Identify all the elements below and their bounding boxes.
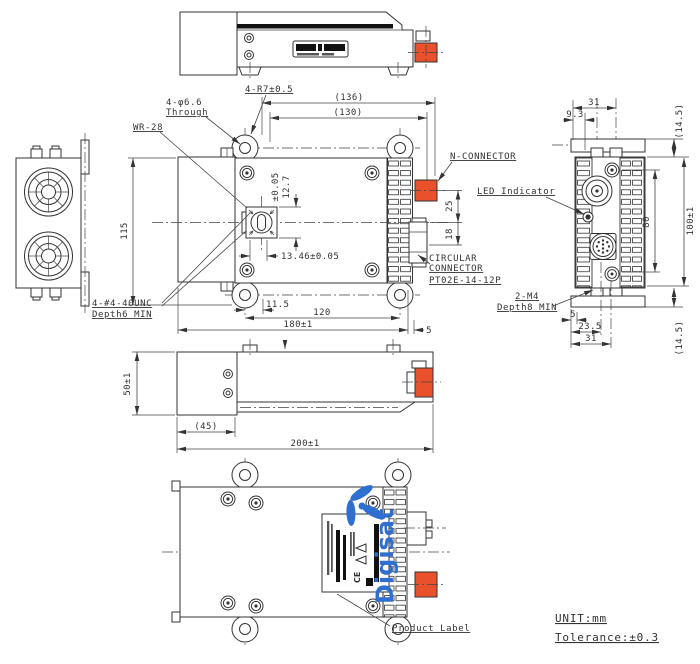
top-side-view (179, 11, 446, 80)
callout-unc-2: Depth6 MIN (92, 310, 152, 320)
lower-screw (604, 266, 620, 282)
dim-130: (130) (333, 108, 362, 118)
cover-screw (248, 598, 264, 614)
bottom-bracket (570, 295, 646, 308)
cover-screw (239, 262, 255, 278)
dim-5-right: 5 (570, 310, 576, 320)
mounting-foot (387, 66, 410, 76)
mounting-ear-hole (231, 615, 259, 643)
side-view: 50±1 (45) 200±1 (123, 339, 441, 453)
dim-136: (136) (334, 93, 363, 103)
watermark: Digisat (346, 485, 399, 604)
mounting-ear-hole (386, 134, 414, 162)
cover-screw (364, 165, 380, 181)
callout-product-label: Product Label (392, 624, 470, 634)
bottom-view: CE Digisat Product Label (162, 458, 470, 648)
n-connector-bottom (408, 571, 446, 598)
dim-31-bot: 31 (585, 334, 597, 344)
heatsink-fins-end (619, 157, 645, 288)
dim-100: 100±1 (686, 206, 696, 235)
callout-n-connector: N-CONNECTOR (450, 152, 516, 162)
barcode-label (292, 40, 349, 58)
callout-circular-2: CONNECTOR (429, 264, 483, 274)
circular-connector-bottom (404, 511, 446, 546)
callout-unc: 4-#4-40UNC (92, 299, 152, 309)
product-label: CE (321, 513, 390, 593)
circular-connector-plan (408, 217, 428, 268)
callout-circular-3: PT02E-14-12P (429, 276, 501, 286)
callout-circular: CIRCULAR (429, 254, 477, 264)
callout-m4: 2-M4 (515, 292, 539, 302)
dim-9-3: 9.3 (566, 110, 583, 120)
cover-screw (364, 262, 380, 278)
ce-mark-icon: CE (353, 572, 362, 583)
tolerance-note: Tolerance:±0.3 (555, 631, 659, 644)
dim-5: 5 (426, 326, 432, 336)
circular-connector-end (589, 233, 617, 260)
callout-r7: 4-R7±0.5 (245, 85, 293, 95)
heatsink-edge (237, 24, 393, 29)
rear-connector-top (408, 26, 446, 68)
dim-115: 115 (120, 222, 130, 239)
n-connector-side-view (414, 367, 434, 398)
panel-screw (604, 162, 620, 178)
cover-screw (220, 491, 236, 507)
led-indicator (582, 211, 594, 223)
rear-housing (177, 156, 236, 283)
n-connector-end (581, 175, 613, 207)
heatsink-fins (387, 157, 413, 284)
side-fins (575, 157, 593, 288)
mounting-ear-hole (231, 281, 259, 309)
dim-14-5-bot: (14.5) (675, 321, 685, 356)
dim-18: 18 (445, 228, 455, 240)
mounting-ear-hole (384, 461, 412, 489)
dim-23-5: 23.5 (578, 322, 601, 332)
callout-wr28: WR-28 (133, 123, 163, 133)
unit-note: UNIT:mm (555, 612, 607, 625)
cover-screw (248, 495, 264, 511)
plan-view: (136) (130) 4-R7±0.5 4-φ6.6 Through WR-2… (92, 85, 516, 336)
dim-200: 200±1 (290, 439, 319, 449)
mounting-ear-hole (386, 281, 414, 309)
watermark-text: Digisat (371, 508, 399, 604)
dim-180: 180±1 (283, 320, 312, 330)
dim-11-5: 11.5 (266, 300, 289, 310)
callout-holes-2: Through (166, 108, 208, 118)
rear-housing-side (176, 351, 238, 416)
dim-31-top: 31 (588, 98, 600, 108)
top-bracket (570, 138, 646, 153)
dim-13-46: 13.46±0.05 (281, 252, 339, 262)
dim-45: (45) (194, 422, 217, 432)
dim-120: 120 (313, 308, 330, 318)
rear-connector-side (402, 360, 441, 398)
rear-fan-view (15, 133, 90, 313)
mounting-ear-hole (231, 461, 259, 489)
cover-screw (239, 165, 255, 181)
dim-12-7: 12.7 (282, 175, 292, 198)
callout-m4-2: Depth8 MIN (497, 303, 557, 313)
callout-led: LED Indicator (477, 187, 555, 197)
dim-80: 80 (642, 216, 652, 228)
end-view: 31 9.3 (14.5) 80 100±1 (14.5) 5 23.5 31 … (477, 98, 696, 355)
callout-holes: 4-φ6.6 (166, 98, 202, 108)
dim-tol: ±0.05 (271, 172, 281, 201)
fan-guard (24, 167, 73, 217)
dim-50: 50±1 (123, 372, 133, 395)
dim-25: 25 (445, 200, 455, 212)
propeller-icon (346, 485, 386, 526)
notes: UNIT:mm Tolerance:±0.3 (555, 612, 659, 644)
wr28-flange (241, 206, 278, 239)
fan-guard (24, 231, 73, 281)
cover-screw (220, 595, 236, 611)
warning-triangle-icon (354, 543, 367, 553)
warning-triangle-icon (354, 555, 367, 565)
mounting-ear-hole (231, 134, 259, 162)
dim-14-5-top: (14.5) (675, 104, 685, 139)
